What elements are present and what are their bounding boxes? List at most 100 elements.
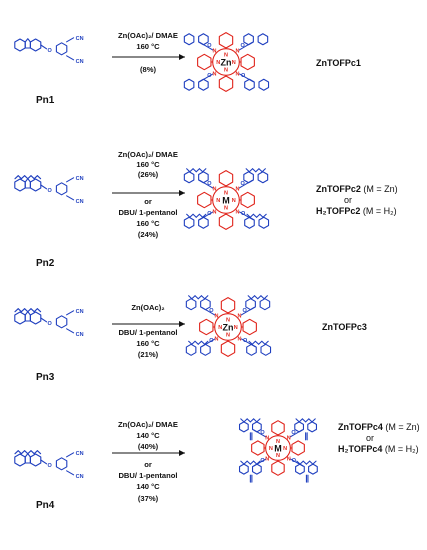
- benzene-ring: [14, 453, 26, 467]
- bond: [66, 328, 75, 334]
- reaction-arrow: [112, 54, 185, 60]
- product-name: ZnTOFPc4 (M = Zn): [338, 422, 420, 432]
- benzene-ring: [14, 178, 26, 192]
- benzene-ring: [198, 33, 209, 46]
- reaction-condition: Zn(OAc)₂/ DMAE: [118, 420, 178, 429]
- reaction-condition: 160 °C: [136, 339, 160, 348]
- bond: [240, 418, 245, 423]
- atom-label: O: [243, 308, 248, 314]
- benzene-ring: [200, 298, 211, 311]
- bond: [256, 418, 261, 423]
- isoindole-benzo: [240, 53, 255, 71]
- atom-label: N: [224, 68, 228, 74]
- benzene-ring: [259, 298, 271, 311]
- atom-label: CN: [76, 474, 84, 480]
- isoindole-benzo: [220, 297, 236, 314]
- bond: [262, 213, 267, 218]
- precursor-label: Pn2: [36, 258, 55, 269]
- product-name: or: [344, 195, 352, 205]
- bond: [200, 295, 206, 300]
- atom-label: N: [232, 198, 236, 204]
- bond: [249, 460, 255, 465]
- bond: [186, 213, 191, 218]
- bond: [30, 308, 35, 313]
- bond: [254, 295, 259, 300]
- bond: [204, 340, 209, 345]
- reaction-condition: or: [144, 460, 152, 469]
- bond: [302, 460, 307, 465]
- precursor-label: Pn3: [36, 372, 55, 383]
- benzene-ring: [198, 171, 209, 184]
- bond: [264, 340, 269, 345]
- bond: [27, 308, 32, 313]
- precursor-label: Pn4: [36, 500, 55, 511]
- bond: [305, 418, 310, 423]
- benzene-ring: [183, 33, 195, 46]
- atom-label: N: [218, 325, 222, 331]
- bond: [195, 213, 200, 218]
- isoindole-benzo: [199, 318, 214, 336]
- bond: [260, 295, 265, 300]
- bond: [311, 418, 316, 423]
- bond: [192, 168, 197, 173]
- bond: [245, 168, 250, 173]
- bond: [254, 340, 260, 345]
- isoindole-benzo: [271, 460, 285, 476]
- atom-label: N: [214, 313, 218, 319]
- benzene-ring: [55, 315, 68, 329]
- atom-label: N: [276, 453, 280, 459]
- bond: [248, 340, 253, 345]
- benzene-ring: [243, 171, 254, 184]
- bond: [194, 295, 199, 300]
- atom-label: O: [47, 48, 52, 54]
- bond: [308, 418, 313, 423]
- bond: [309, 460, 314, 465]
- benzene-ring: [307, 421, 318, 433]
- bond: [36, 175, 42, 180]
- isoindole-benzo: [242, 318, 257, 336]
- atom-label: N: [224, 206, 228, 212]
- benzene-ring: [29, 38, 42, 52]
- bond: [249, 213, 254, 218]
- bond: [36, 450, 42, 455]
- bond: [253, 418, 258, 423]
- bond: [243, 460, 248, 465]
- benzene-ring: [245, 298, 256, 311]
- atom-label: N: [236, 210, 240, 216]
- isoindole-benzo: [197, 53, 212, 71]
- atom-label: CN: [76, 309, 84, 315]
- bond: [40, 44, 48, 50]
- bond: [246, 418, 251, 423]
- reaction-condition: or: [144, 197, 152, 206]
- bond: [24, 175, 29, 180]
- bond: [17, 175, 22, 180]
- bond: [195, 168, 200, 173]
- benzene-ring: [183, 216, 195, 229]
- benzene-ring: [258, 78, 270, 91]
- bond: [191, 295, 196, 300]
- reaction-arrow: [112, 450, 185, 456]
- benzene-ring: [183, 78, 195, 91]
- bond: [188, 295, 193, 300]
- bond: [189, 168, 194, 173]
- benzene-ring: [294, 421, 305, 433]
- bond: [256, 213, 261, 218]
- bond: [66, 470, 75, 476]
- benzene-ring: [246, 343, 257, 356]
- product-name: H₂TOFPc4 (M = H₂): [338, 444, 419, 454]
- isoindole-benzo: [218, 170, 234, 187]
- arrow-head: [179, 450, 185, 456]
- atom-label: O: [241, 181, 246, 187]
- benzene-ring: [257, 171, 269, 184]
- bond: [24, 308, 29, 313]
- bond: [257, 295, 262, 300]
- reaction-arrow: [112, 321, 185, 327]
- atom-label: CN: [76, 176, 84, 182]
- bond: [248, 168, 254, 173]
- bond: [194, 340, 199, 345]
